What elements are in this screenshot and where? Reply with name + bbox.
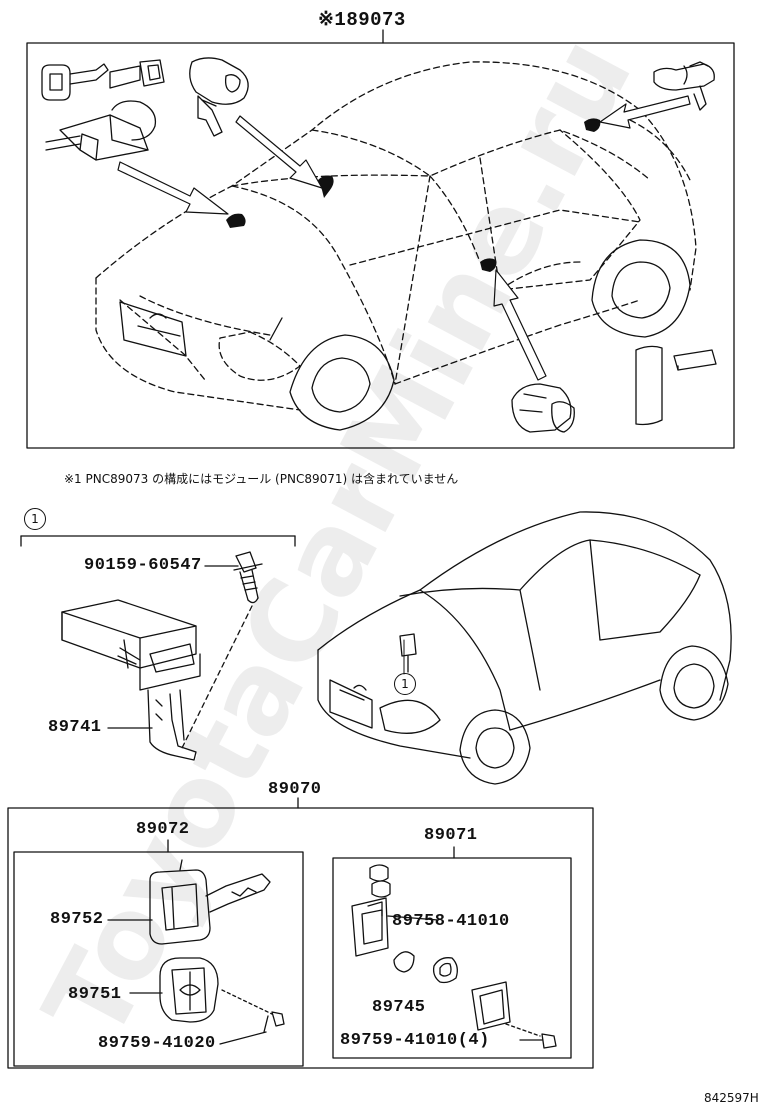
middle-car <box>317 511 732 785</box>
label-module-89071: 89071 <box>424 826 478 845</box>
label-kit-89070: 89070 <box>268 780 322 799</box>
top-car <box>95 61 697 411</box>
top-keys <box>41 59 165 101</box>
top-ignition-cylinder <box>45 100 157 161</box>
bracket-89741 <box>107 689 197 761</box>
remote-case-89751 <box>129 957 219 1023</box>
group-bracket-line <box>20 535 296 547</box>
bolt-90159 <box>204 551 263 604</box>
top-arrows <box>117 95 691 381</box>
top-panel <box>26 29 735 449</box>
label-remote-case-89751: 89751 <box>68 985 122 1004</box>
control-module-box <box>61 599 201 691</box>
label-seal-89758-41010: 89758-41010 <box>392 912 510 931</box>
top-hatch-lock <box>653 61 715 111</box>
top-car-solid <box>119 239 691 431</box>
top-door-lock-cylinder <box>189 57 249 137</box>
label-screw-89759-41010: 89759-41010(4) <box>340 1031 490 1050</box>
label-key-89752: 89752 <box>50 910 104 929</box>
callout-group-number: 1 <box>24 508 46 530</box>
label-battery-89745: 89745 <box>372 998 426 1017</box>
label-screw-89759-41020: 89759-41020 <box>98 1034 216 1053</box>
label-top-assembly: ※189073 <box>318 9 406 31</box>
diagram-code: 842597H <box>704 1091 759 1105</box>
note-text: ※1 PNC89073 の構成にはモジュール (PNC89071) は含まれてい… <box>64 472 459 486</box>
callout-car-location: 1 <box>394 673 416 695</box>
screw-89759-41020 <box>219 989 285 1045</box>
top-door-side-cylinder <box>511 383 575 433</box>
module-parts-89071 <box>351 864 557 1049</box>
bolt-assembly-line <box>181 605 253 749</box>
key-89752 <box>107 859 271 945</box>
label-key-set-89072: 89072 <box>136 820 190 839</box>
kit-panel-89070 <box>7 797 594 1069</box>
label-bolt-90159-60547: 90159-60547 <box>84 556 202 575</box>
label-bracket-89741: 89741 <box>48 718 102 737</box>
top-transponder <box>635 345 717 426</box>
lock-location-marks <box>226 118 601 272</box>
